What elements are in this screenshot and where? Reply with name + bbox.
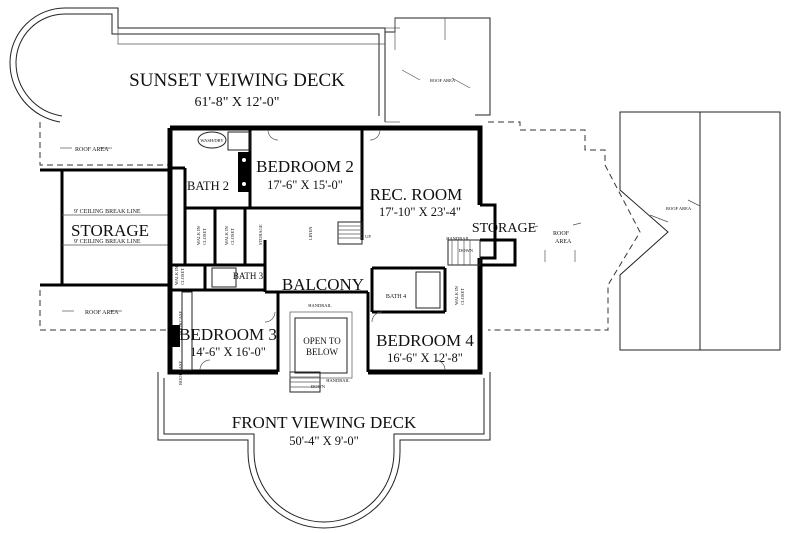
bedroom3-dims: 14'-6" X 16'-0" bbox=[190, 345, 266, 359]
bookcase-label-1: BOOKCASE bbox=[178, 310, 183, 335]
ceiling-break-line-1: 9' CEILING BREAK LINE bbox=[74, 209, 141, 215]
bath2-label: BATH 2 bbox=[187, 179, 229, 193]
up-label: UP bbox=[365, 234, 371, 239]
down-label-right: DOWN bbox=[459, 248, 474, 253]
walk-in-closet-a-1: WALK IN bbox=[196, 225, 201, 245]
down-label-front: DOWN bbox=[311, 384, 326, 389]
handrail-label-2: HANDRAIL bbox=[326, 378, 350, 383]
handrail-label-1: HANDRAIL bbox=[308, 303, 332, 308]
bath4-label: BATH 4 bbox=[386, 294, 406, 300]
walk-in-closet-c-1: WALK IN bbox=[174, 265, 179, 285]
house-walls bbox=[167, 125, 517, 375]
ceiling-break-line-2: 9' CEILING BREAK LINE bbox=[74, 239, 141, 245]
roof-area-left-top bbox=[39, 122, 170, 166]
handrail-label-3: HANDRAIL bbox=[446, 236, 470, 241]
roof-area-far-right-label: ROOF AREA bbox=[666, 206, 692, 211]
front-deck-dims: 50'-4" X 9'-0" bbox=[289, 434, 359, 448]
roof-area-right-label-1: ROOF bbox=[553, 231, 570, 237]
front-deck-name: FRONT VIEWING DECK bbox=[232, 413, 417, 432]
stairs-down-right bbox=[447, 239, 481, 266]
roof-area-top-label: ROOF AREA bbox=[430, 78, 456, 83]
bedroom4-dims: 16'-6" X 12'-8" bbox=[387, 351, 463, 365]
front-deck bbox=[157, 372, 491, 529]
roof-area-right bbox=[488, 121, 641, 331]
balcony-name: BALCONY bbox=[282, 275, 364, 294]
walk-in-closet-d-2: CLOSET bbox=[460, 288, 465, 305]
fixtures bbox=[168, 131, 481, 393]
walk-in-closet-a-2: CLOSET bbox=[202, 228, 207, 245]
bedroom2-dims: 17'-6" X 15'-0" bbox=[267, 178, 343, 192]
rec-room-dims: 17'-10" X 23'-4" bbox=[379, 205, 461, 219]
open-to-below-1: OPEN TO bbox=[303, 336, 341, 346]
walk-in-closet-b-2: CLOSET bbox=[230, 228, 235, 245]
storage-small-label: STORAGE bbox=[258, 224, 263, 245]
sunset-deck bbox=[9, 7, 400, 123]
walk-in-closet-b-1: WALK IN bbox=[224, 225, 229, 245]
rec-room-name: REC. ROOM bbox=[370, 185, 463, 204]
bookcase-label-2: BOOKCASE bbox=[178, 360, 183, 385]
stairs-down-front bbox=[289, 371, 321, 393]
roof-area-left-bottom bbox=[39, 290, 170, 331]
open-to-below-2: BELOW bbox=[306, 347, 338, 357]
bath3-label: BATH 3 bbox=[233, 271, 264, 281]
roof-area-right-label-2: AREA bbox=[555, 239, 572, 245]
bedroom2-name: BEDROOM 2 bbox=[256, 157, 354, 176]
washer-dryer-label: WASH/DRY bbox=[200, 138, 224, 143]
storage-left-name: STORAGE bbox=[71, 221, 149, 240]
walk-in-closet-c-2: CLOSET bbox=[180, 268, 185, 285]
door-swings bbox=[199, 129, 446, 371]
linen-label: LINEN bbox=[308, 226, 313, 240]
storage-right-name: STORAGE bbox=[472, 221, 536, 236]
roof-area-far-right bbox=[619, 111, 781, 351]
roof-area-top bbox=[385, 17, 491, 116]
bedroom4-name: BEDROOM 4 bbox=[376, 331, 474, 350]
storage-left bbox=[40, 168, 170, 287]
bedroom3-name: BEDROOM 3 bbox=[179, 325, 277, 344]
roof-area-left-top-label: ROOF AREA bbox=[75, 147, 109, 153]
walk-in-closet-d-1: WALK IN bbox=[454, 285, 459, 305]
sunset-deck-name: SUNSET VEIWING DECK bbox=[129, 70, 345, 91]
roof-area-left-bottom-label: ROOF AREA bbox=[85, 310, 119, 316]
sunset-deck-dims: 61'-8" X 12'-0" bbox=[195, 95, 280, 110]
stairs-up bbox=[337, 221, 363, 245]
